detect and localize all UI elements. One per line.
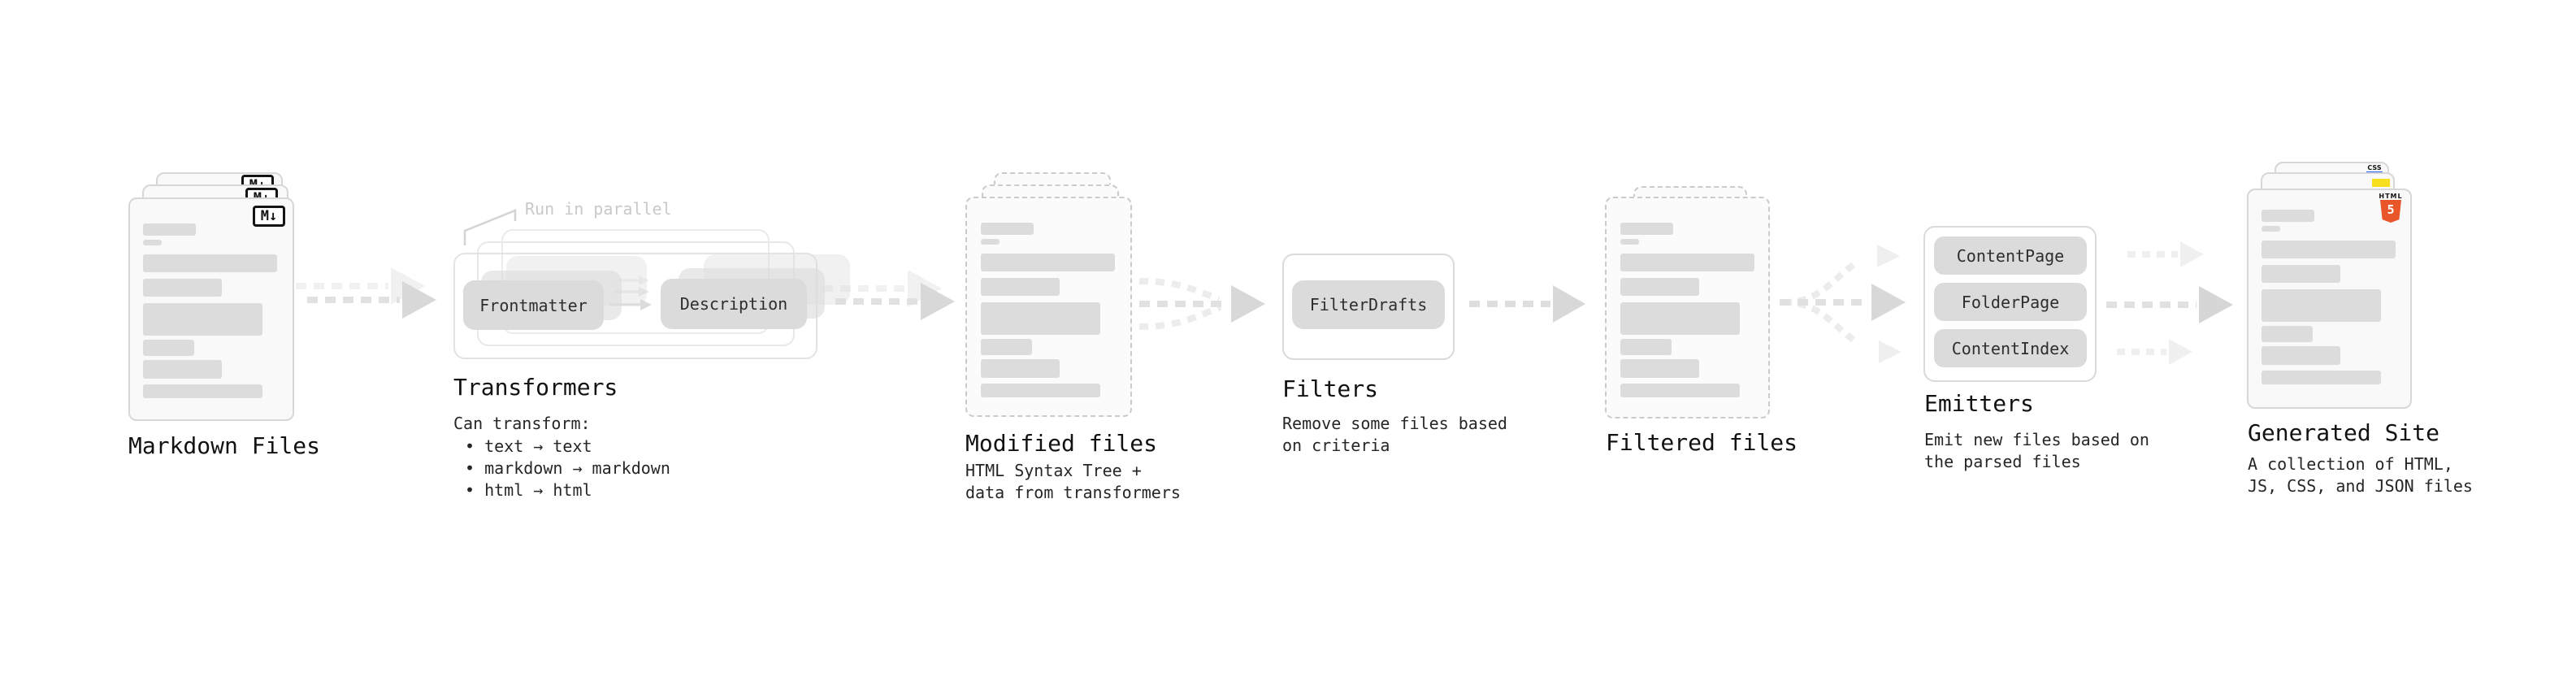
content-lines bbox=[981, 223, 1115, 397]
content-line bbox=[2262, 326, 2313, 342]
modified-files-desc: HTML Syntax Tree + data from transformer… bbox=[965, 461, 1181, 502]
content-line bbox=[1620, 359, 1699, 378]
section-title-emitters: Emitters bbox=[1924, 390, 2034, 417]
content-line bbox=[2262, 265, 2340, 283]
section-title-transformers: Transformers bbox=[453, 374, 618, 401]
content-line bbox=[2262, 371, 2381, 384]
content-line bbox=[981, 359, 1060, 378]
markdown-file-icon: M↓ bbox=[253, 206, 285, 227]
content-line bbox=[981, 223, 1034, 235]
content-lines bbox=[2262, 210, 2396, 384]
generated-site-desc: A collection of HTML, JS, CSS, and JSON … bbox=[2248, 454, 2473, 496]
section-title-filtered-files: Filtered files bbox=[1606, 429, 1798, 456]
content-lines bbox=[1620, 223, 1754, 397]
js-file-badge bbox=[2372, 179, 2390, 187]
html5-logo: HTML 5 bbox=[2379, 193, 2402, 223]
content-line bbox=[143, 279, 222, 297]
content-line bbox=[2262, 346, 2340, 365]
run-in-parallel-note: Run in parallel bbox=[525, 199, 672, 219]
html5-logo-word: HTML bbox=[2379, 193, 2403, 200]
content-line bbox=[1620, 339, 1672, 355]
arrow-markdown-to-transformers bbox=[296, 267, 436, 319]
content-lines bbox=[143, 223, 277, 398]
content-line bbox=[143, 223, 196, 236]
content-line bbox=[2262, 210, 2314, 222]
content-line bbox=[1620, 384, 1740, 397]
transformer-pill-description: Description bbox=[661, 279, 807, 329]
section-title-generated-site: Generated Site bbox=[2248, 419, 2440, 446]
content-line bbox=[143, 340, 194, 356]
section-title-modified-files: Modified files bbox=[965, 430, 1158, 457]
css-badge-label: CSS bbox=[2367, 164, 2382, 171]
content-line bbox=[1620, 302, 1740, 335]
content-line bbox=[143, 254, 277, 272]
content-line bbox=[981, 278, 1060, 296]
transformers-bullet-list: text → text markdown → markdown html → h… bbox=[465, 436, 670, 501]
section-title-markdown-files: Markdown Files bbox=[128, 432, 321, 459]
content-line bbox=[981, 384, 1100, 397]
filter-pill-filterdrafts: FilterDrafts bbox=[1292, 280, 1445, 329]
content-line bbox=[981, 239, 1000, 245]
bullet-item: text → text bbox=[465, 436, 670, 458]
content-line bbox=[143, 303, 262, 336]
transformer-pill-frontmatter: Frontmatter bbox=[463, 280, 604, 330]
emitter-pill-folderpage: FolderPage bbox=[1934, 283, 2087, 321]
arrow-emitters-to-generated bbox=[2106, 241, 2233, 365]
content-line bbox=[981, 339, 1032, 355]
bullet-item: markdown → markdown bbox=[465, 458, 670, 479]
content-line bbox=[2262, 241, 2396, 258]
content-line bbox=[1620, 278, 1699, 296]
emitter-pill-contentindex: ContentIndex bbox=[1934, 329, 2087, 367]
content-line bbox=[1620, 254, 1754, 271]
content-line bbox=[1620, 239, 1639, 245]
filters-desc: Remove some files based on criteria bbox=[1282, 414, 1507, 455]
content-line bbox=[2262, 289, 2381, 322]
section-title-filters: Filters bbox=[1282, 375, 1379, 402]
content-line bbox=[2262, 226, 2280, 232]
content-line bbox=[981, 302, 1100, 335]
arrow-modified-to-filters-merge bbox=[1138, 278, 1265, 330]
arrow-filtered-to-emitters-fanout bbox=[1780, 245, 1906, 363]
arrow-filters-to-filtered bbox=[1469, 285, 1585, 323]
emitter-pill-contentpage: ContentPage bbox=[1934, 236, 2087, 275]
transformers-desc-heading: Can transform: bbox=[453, 414, 591, 433]
content-line bbox=[981, 254, 1115, 271]
emitters-desc: Emit new files based on the parsed files bbox=[1924, 430, 2149, 471]
bullet-item: html → html bbox=[465, 479, 670, 501]
content-line bbox=[1620, 223, 1673, 235]
content-line bbox=[143, 384, 262, 398]
content-line bbox=[143, 360, 222, 379]
content-line bbox=[143, 240, 162, 245]
html5-logo-shield: 5 bbox=[2380, 200, 2401, 223]
